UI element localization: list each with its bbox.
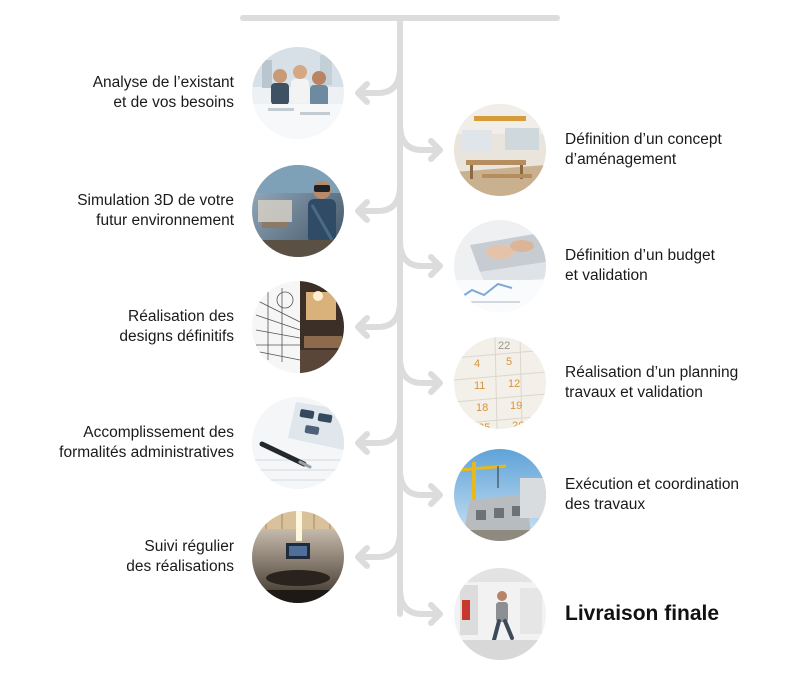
calendar-day-number: 18 xyxy=(476,402,488,414)
sketch-render-photo-icon xyxy=(252,281,344,373)
branch-arrow-5 xyxy=(355,298,403,339)
calendar-day-number: 22 xyxy=(498,340,510,352)
calendar-day-number: 5 xyxy=(506,356,512,368)
branch-arrow-1 xyxy=(355,64,403,105)
step-label-line: formalités administratives xyxy=(59,444,234,461)
calendar-day-number: 12 xyxy=(508,378,520,390)
step-label-line: Définition d’un concept xyxy=(565,131,722,148)
step-label-10: Livraison finale xyxy=(565,601,719,627)
step-label-line: et de vos besoins xyxy=(113,94,234,111)
step-label-line: des travaux xyxy=(565,496,646,513)
step-label-8: Exécution et coordination des travaux xyxy=(565,475,739,515)
step-label-2: Définition d’un concept d’aménagement xyxy=(565,130,722,170)
branch-arrow-8 xyxy=(397,466,443,507)
branch-arrow-9 xyxy=(355,528,403,569)
laptop-typing-photo-icon xyxy=(454,220,546,312)
step-label-4: Définition d’un budget et validation xyxy=(565,246,715,286)
calendar-day-number: 26 xyxy=(512,420,524,432)
step-label-line: Livraison finale xyxy=(565,602,720,625)
step-label-line: designs définitifs xyxy=(119,328,234,345)
step-label-6: Réalisation d’un planning travaux et vali… xyxy=(565,363,738,403)
walking-person-photo-icon xyxy=(454,568,546,660)
calendar-photo-icon: 22 4 5 11 12 18 19 25 26 xyxy=(454,337,546,434)
step-label-line: et validation xyxy=(565,267,648,284)
step-label-line: Suivi régulier xyxy=(144,538,234,555)
photos: 22 4 5 11 12 18 19 25 26 xyxy=(252,47,546,660)
step-label-9: Suivi régulier des réalisations xyxy=(126,537,234,577)
step-label-line: futur environnement xyxy=(96,212,234,229)
calendar-day-number: 4 xyxy=(474,358,480,370)
meeting-photo-icon xyxy=(252,47,344,139)
branch-arrow-10 xyxy=(397,585,443,626)
office-interior-photo-icon xyxy=(454,104,546,196)
calendar-day-number: 25 xyxy=(478,422,490,434)
step-label-line: Exécution et coordination xyxy=(565,476,740,493)
step-label-5: Réalisation des designs définitifs xyxy=(119,307,234,347)
step-label-line: Analyse de l’existant xyxy=(92,74,234,91)
step-label-line: travaux et validation xyxy=(565,384,703,401)
meeting-room-photo-icon xyxy=(252,511,344,603)
branch-arrows xyxy=(355,64,443,626)
construction-crane-photo-icon xyxy=(454,449,546,541)
step-label-line: Accomplissement des xyxy=(83,424,234,441)
step-label-line: d’aménagement xyxy=(565,151,677,168)
pen-calculator-photo-icon xyxy=(252,397,344,489)
step-label-line: Définition d’un budget xyxy=(565,247,715,264)
calendar-numbers: 22 4 5 11 12 18 19 25 26 xyxy=(474,340,524,434)
calendar-day-number: 11 xyxy=(474,380,485,392)
step-label-1: Analyse de l’existant et de vos besoins xyxy=(93,73,234,113)
branch-arrow-2 xyxy=(397,121,443,162)
branch-arrow-4 xyxy=(397,237,443,278)
step-label-7: Accomplissement des formalités administra… xyxy=(59,423,234,463)
step-label-line: des réalisations xyxy=(126,558,234,575)
step-label-line: Réalisation des xyxy=(128,308,234,325)
step-label-3: Simulation 3D de votre futur environnemen… xyxy=(77,191,234,231)
branch-arrow-3 xyxy=(355,182,403,223)
branch-arrow-7 xyxy=(355,414,403,455)
vr-headset-photo-icon xyxy=(252,165,344,257)
branch-arrow-6 xyxy=(397,354,443,395)
step-label-line: Simulation 3D de votre xyxy=(77,192,234,209)
calendar-day-number: 19 xyxy=(510,400,522,412)
step-label-line: Réalisation d’un planning xyxy=(565,364,739,381)
